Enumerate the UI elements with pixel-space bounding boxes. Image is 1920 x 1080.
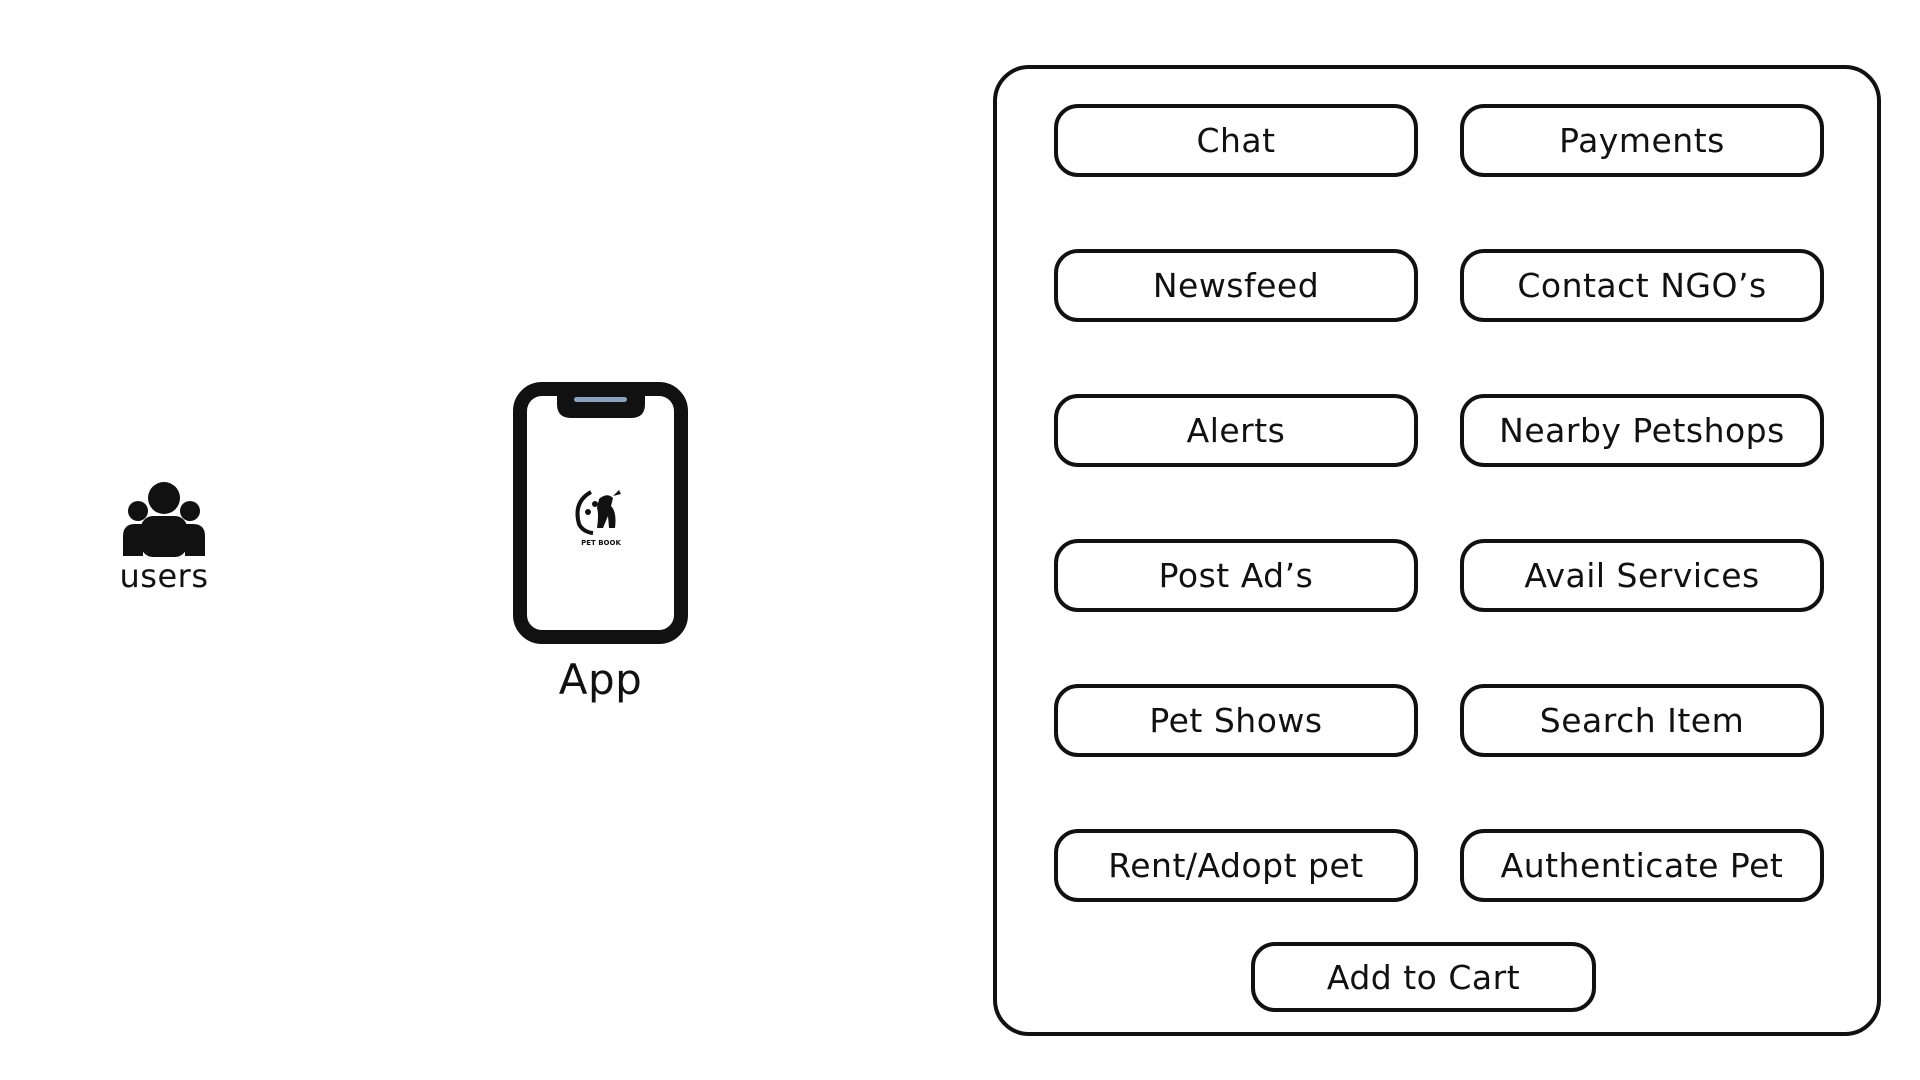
feature-panel: Chat Payments Newsfeed Contact NGO’s Ale…: [993, 65, 1881, 1036]
pet-book-logo: PET BOOK: [575, 490, 621, 547]
app-phone: PET BOOK: [513, 382, 688, 644]
authenticate-pet-button[interactable]: Authenticate Pet: [1460, 829, 1824, 902]
contact-ngos-button[interactable]: Contact NGO’s: [1460, 249, 1824, 322]
pet-book-logo-text: PET BOOK: [581, 539, 621, 547]
payments-button[interactable]: Payments: [1460, 104, 1824, 177]
pet-shows-button[interactable]: Pet Shows: [1054, 684, 1418, 757]
alerts-button[interactable]: Alerts: [1054, 394, 1418, 467]
users-group-icon: [123, 482, 205, 557]
add-to-cart-button[interactable]: Add to Cart: [1251, 942, 1596, 1012]
users-label: users: [119, 557, 209, 595]
nearby-petshops-button[interactable]: Nearby Petshops: [1460, 394, 1824, 467]
avail-services-button[interactable]: Avail Services: [1460, 539, 1824, 612]
post-ads-button[interactable]: Post Ad’s: [1054, 539, 1418, 612]
app-label: App: [558, 655, 643, 704]
smartphone-icon: PET BOOK: [513, 382, 688, 644]
search-item-button[interactable]: Search Item: [1460, 684, 1824, 757]
chat-button[interactable]: Chat: [1054, 104, 1418, 177]
users-node: users: [112, 478, 216, 592]
rent-adopt-pet-button[interactable]: Rent/Adopt pet: [1054, 829, 1418, 902]
newsfeed-button[interactable]: Newsfeed: [1054, 249, 1418, 322]
